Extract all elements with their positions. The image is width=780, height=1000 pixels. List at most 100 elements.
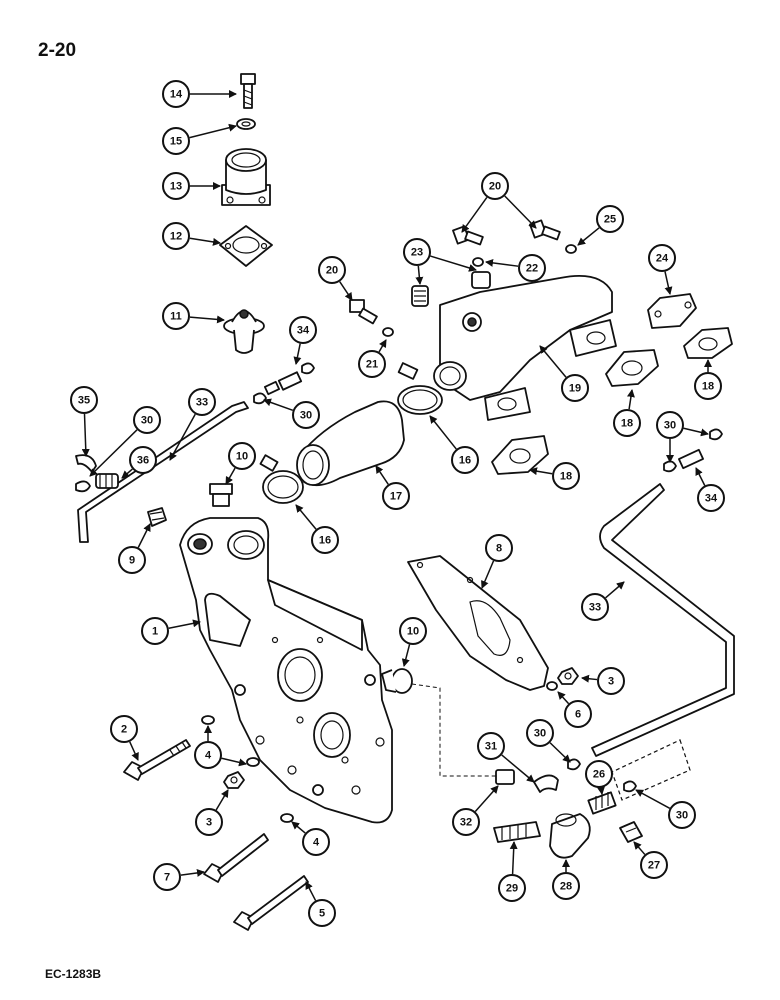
callout-label: 11 bbox=[170, 311, 182, 323]
part-washer-25 bbox=[565, 244, 577, 254]
part-connector-26 bbox=[587, 791, 617, 815]
callout-leader bbox=[189, 315, 225, 324]
callout-leader bbox=[626, 389, 635, 410]
callout-leader bbox=[295, 504, 317, 530]
callout-17: 17 bbox=[375, 465, 410, 510]
callout-label: 9 bbox=[129, 555, 135, 567]
callout-leader bbox=[189, 123, 237, 139]
callout-label: 30 bbox=[664, 420, 676, 432]
callout-circle bbox=[195, 808, 223, 836]
callout-leader bbox=[401, 644, 411, 667]
callout-4: 4 bbox=[194, 725, 247, 769]
callout-label: 12 bbox=[170, 231, 182, 243]
callout-leader bbox=[189, 237, 221, 246]
part-gear-housing-1 bbox=[179, 517, 393, 824]
callout-34: 34 bbox=[695, 467, 725, 512]
callout-16: 16 bbox=[429, 415, 479, 474]
callout-circle bbox=[318, 256, 346, 284]
callout-circle bbox=[552, 462, 580, 490]
callout-20: 20 bbox=[318, 256, 353, 301]
callout-circle bbox=[358, 350, 386, 378]
part-nut-3b bbox=[223, 771, 245, 789]
callout-7: 7 bbox=[153, 863, 205, 891]
callout-leader bbox=[137, 523, 151, 548]
part-adapter-36 bbox=[95, 473, 119, 489]
callout-label: 30 bbox=[141, 415, 153, 427]
callout-label: 29 bbox=[506, 883, 518, 895]
callout-3: 3 bbox=[195, 789, 229, 836]
callout-circle bbox=[382, 482, 410, 510]
callout-circle bbox=[518, 254, 546, 282]
callout-26: 26 bbox=[585, 760, 613, 795]
callout-circle bbox=[292, 401, 320, 429]
callout-8: 8 bbox=[481, 534, 513, 589]
callout-leader bbox=[605, 581, 625, 599]
callout-circle bbox=[596, 205, 624, 233]
callout-leader bbox=[375, 465, 389, 485]
callout-34: 34 bbox=[289, 316, 317, 365]
callout-29: 29 bbox=[498, 841, 526, 902]
callout-circle bbox=[162, 222, 190, 250]
part-bolt-14 bbox=[240, 73, 256, 109]
callout-33: 33 bbox=[581, 581, 625, 621]
callout-leader bbox=[180, 868, 205, 877]
callout-leader bbox=[504, 195, 537, 229]
callout-leader bbox=[168, 619, 201, 629]
part-connector-34a bbox=[263, 371, 303, 396]
callout-circle bbox=[552, 872, 580, 900]
callout-label: 23 bbox=[411, 247, 423, 259]
callout-label: 13 bbox=[170, 181, 182, 193]
part-washer-21 bbox=[382, 327, 394, 337]
part-bolt-2 bbox=[123, 739, 191, 781]
figure-code: EC-1283B bbox=[45, 967, 102, 981]
callout-19: 19 bbox=[539, 345, 589, 402]
callout-27: 27 bbox=[633, 841, 668, 879]
callout-circle bbox=[668, 801, 696, 829]
callout-label: 15 bbox=[170, 136, 182, 148]
callout-circle bbox=[585, 760, 613, 788]
callout-leader bbox=[221, 757, 247, 767]
callout-label: 4 bbox=[205, 750, 212, 762]
callout-label: 21 bbox=[366, 359, 378, 371]
callout-circle bbox=[481, 172, 509, 200]
part-washer-22 bbox=[472, 257, 484, 267]
callout-label: 32 bbox=[460, 817, 472, 829]
callout-label: 17 bbox=[390, 491, 402, 503]
callout-30: 30 bbox=[635, 789, 696, 829]
callout-circle bbox=[485, 534, 513, 562]
callout-label: 28 bbox=[560, 881, 572, 893]
callout-33: 33 bbox=[169, 388, 216, 461]
callout-leader bbox=[225, 467, 236, 485]
callout-label: 19 bbox=[569, 383, 581, 395]
callout-label: 25 bbox=[604, 214, 616, 226]
callout-label: 22 bbox=[526, 263, 538, 275]
callout-circle bbox=[162, 302, 190, 330]
callout-label: 34 bbox=[297, 325, 310, 337]
callout-circle bbox=[640, 851, 668, 879]
callout-leader bbox=[291, 821, 306, 834]
callout-leader bbox=[683, 427, 709, 437]
callout-leader bbox=[129, 741, 139, 761]
part-washer-4b bbox=[246, 757, 260, 767]
page-number: 2-20 bbox=[38, 40, 77, 61]
callout-18: 18 bbox=[529, 462, 580, 490]
callout-4: 4 bbox=[291, 821, 330, 856]
part-thermostat-11 bbox=[223, 309, 265, 354]
part-thermostat-housing-13 bbox=[221, 148, 271, 206]
part-clip-30d bbox=[623, 780, 637, 793]
callout-leader bbox=[89, 429, 138, 477]
part-bolt-7 bbox=[203, 833, 269, 883]
callout-leader bbox=[529, 467, 553, 476]
callout-label: 30 bbox=[300, 410, 312, 422]
callout-label: 20 bbox=[326, 265, 338, 277]
callout-label: 35 bbox=[78, 395, 90, 407]
part-clip-30c bbox=[567, 758, 581, 771]
callout-leader bbox=[81, 413, 90, 457]
callout-label: 20 bbox=[489, 181, 501, 193]
part-cover-plate-24 bbox=[647, 293, 697, 329]
callout-31: 31 bbox=[477, 732, 535, 783]
callout-1: 1 bbox=[141, 617, 201, 645]
callout-circle bbox=[564, 700, 592, 728]
callout-circle bbox=[451, 446, 479, 474]
callout-circle bbox=[597, 667, 625, 695]
